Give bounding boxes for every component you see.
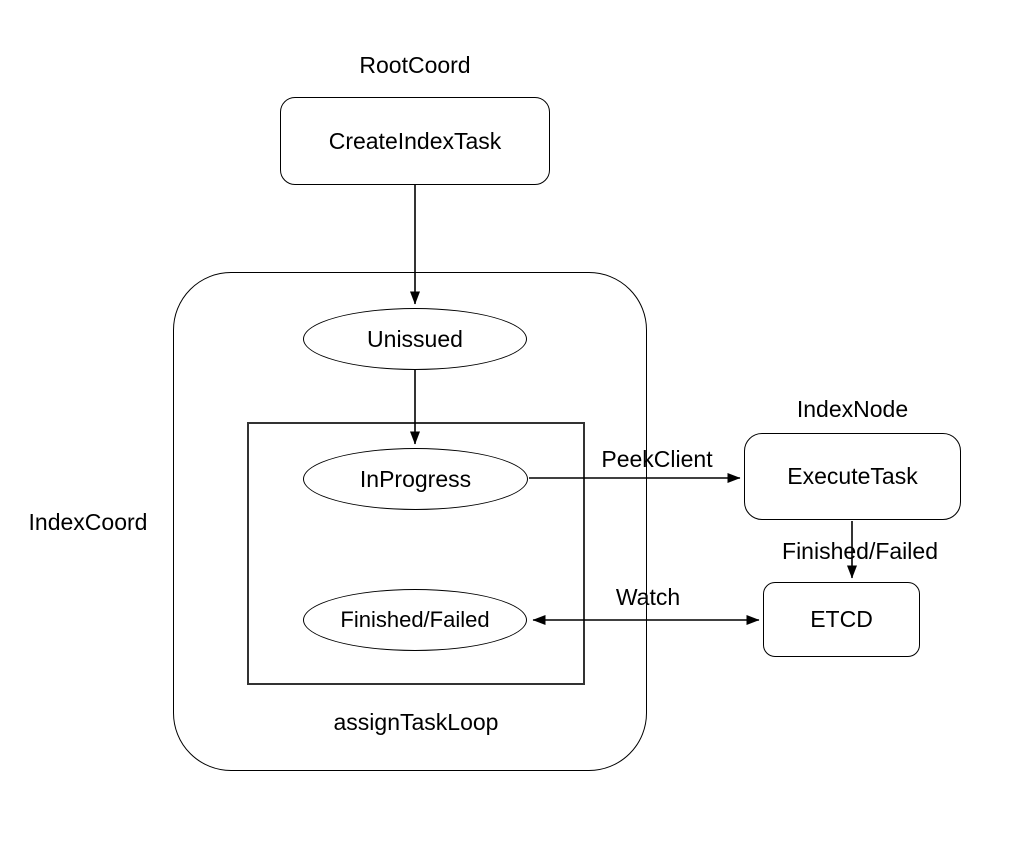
peekclient-edge-label: PeekClient — [601, 446, 713, 472]
watch-edge-label: Watch — [615, 584, 681, 610]
node-unissued: Unissued — [303, 308, 527, 370]
node-execute-task-label: ExecuteTask — [787, 463, 918, 489]
node-in-progress-label: InProgress — [359, 465, 472, 492]
node-create-index-task: CreateIndexTask — [280, 97, 550, 185]
node-etcd: ETCD — [763, 582, 920, 657]
node-create-index-task-label: CreateIndexTask — [328, 127, 502, 154]
node-finished-failed: Finished/Failed — [303, 589, 527, 651]
node-execute-task: ExecuteTask — [744, 433, 961, 520]
assigntaskloop-label: assignTaskLoop — [333, 709, 499, 735]
indexcoord-label: IndexCoord — [28, 509, 148, 535]
assigntaskloop-container — [247, 422, 585, 685]
node-in-progress: InProgress — [303, 448, 528, 510]
indexcoord-container — [173, 272, 647, 771]
rootcoord-label: RootCoord — [359, 52, 471, 78]
indexnode-label: IndexNode — [796, 396, 909, 422]
node-finished-failed-label: Finished/Failed — [340, 607, 490, 632]
node-unissued-label: Unissued — [367, 325, 463, 352]
node-etcd-label: ETCD — [810, 606, 873, 632]
finishedfailed-edge-label: Finished/Failed — [782, 538, 938, 564]
